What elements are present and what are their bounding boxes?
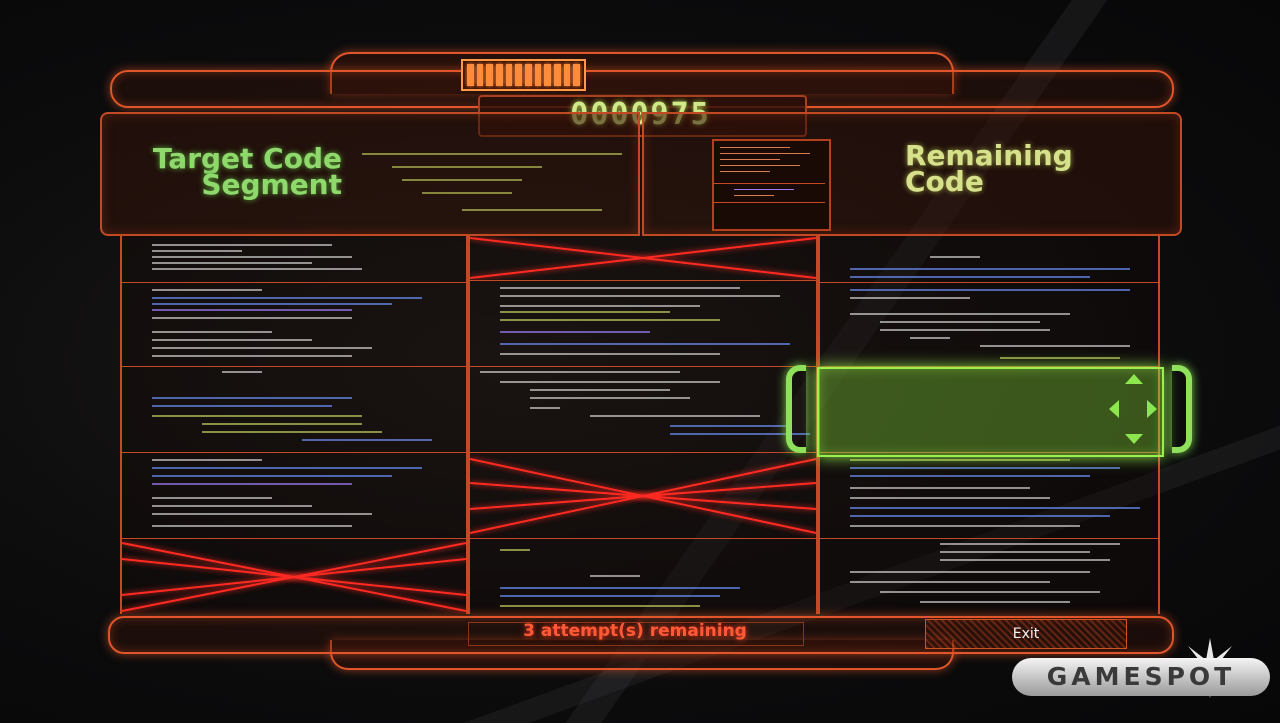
attempts-box xyxy=(468,622,804,646)
code-block[interactable] xyxy=(122,452,466,538)
target-panel xyxy=(100,112,640,236)
gamespot-watermark: GAMESPOT xyxy=(1012,658,1270,696)
corrupted-code-block xyxy=(470,452,816,538)
code-block[interactable] xyxy=(470,538,816,614)
code-block[interactable] xyxy=(122,366,466,452)
corrupted-code-block xyxy=(470,236,816,280)
move-right-arrow-icon[interactable] xyxy=(1147,400,1157,418)
target-code-title: Target Code Segment xyxy=(152,142,342,201)
code-column-3 xyxy=(818,236,1160,614)
code-block[interactable] xyxy=(820,282,1158,366)
target-code-snippet xyxy=(362,144,622,214)
move-left-arrow-icon[interactable] xyxy=(1109,400,1119,418)
code-selector-highlight[interactable] xyxy=(817,367,1164,457)
move-down-arrow-icon[interactable] xyxy=(1125,434,1143,444)
code-block-selected[interactable] xyxy=(820,366,1158,452)
selector-right-bracket xyxy=(1172,365,1192,453)
code-block[interactable] xyxy=(820,236,1158,282)
code-block[interactable] xyxy=(122,282,466,366)
top-frame-cap xyxy=(330,52,954,94)
code-grid xyxy=(120,236,1160,614)
code-block[interactable] xyxy=(122,236,466,282)
code-minimap xyxy=(712,139,831,231)
timer-progress-bar xyxy=(461,59,586,91)
code-block[interactable] xyxy=(820,538,1158,614)
code-column-1 xyxy=(120,236,468,614)
remaining-code-title: Remaining Code xyxy=(905,139,1073,198)
bottom-frame-bar xyxy=(108,616,1174,654)
exit-button[interactable]: Exit xyxy=(925,619,1127,649)
move-up-arrow-icon[interactable] xyxy=(1125,374,1143,384)
attempts-remaining: 3 attempt(s) remaining xyxy=(523,621,747,641)
code-block[interactable] xyxy=(470,280,816,366)
code-block[interactable] xyxy=(820,452,1158,538)
selector-left-bracket xyxy=(786,365,806,453)
corrupted-code-block xyxy=(122,538,466,614)
code-column-2 xyxy=(468,236,818,614)
code-block[interactable] xyxy=(470,366,816,452)
